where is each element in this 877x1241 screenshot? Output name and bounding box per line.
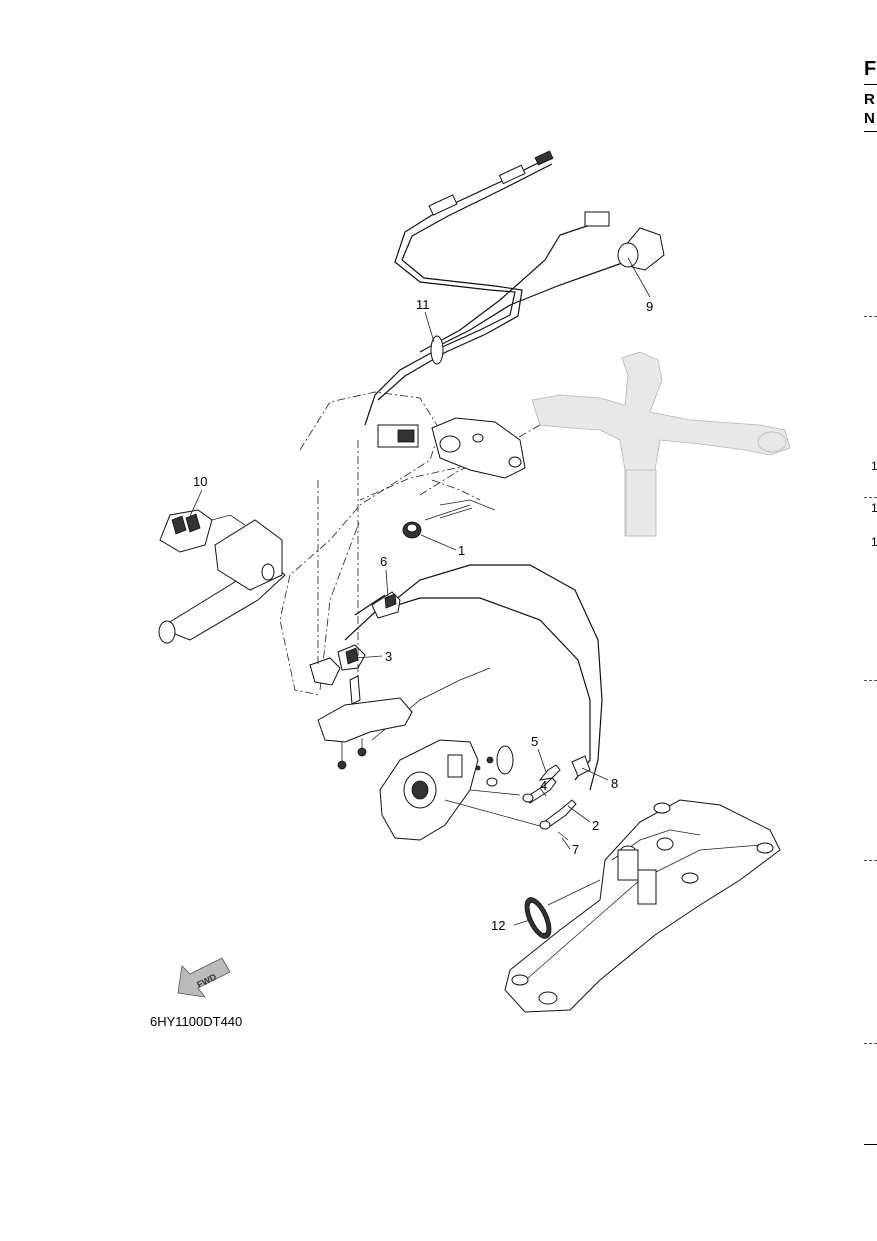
callout-11: 11 — [416, 297, 430, 312]
leader-lines — [189, 257, 651, 926]
edge-number: 1 — [871, 535, 877, 549]
callout-8: 8 — [611, 776, 618, 791]
cable-joints — [522, 755, 591, 841]
edge-tick — [864, 860, 877, 861]
edge-letter-f: F — [864, 58, 877, 80]
spring-and-collar — [402, 504, 473, 539]
edge-rule — [864, 131, 877, 132]
edge-rule — [864, 1144, 877, 1145]
edge-number: 1 — [871, 459, 877, 473]
callout-6: 6 — [380, 554, 387, 569]
callout-2: 2 — [592, 818, 599, 833]
stop-switch — [159, 509, 246, 553]
callout-5: 5 — [531, 734, 538, 749]
callout-3: 3 — [385, 649, 392, 664]
edge-tick — [864, 316, 877, 317]
wiring-harness — [364, 150, 665, 448]
callout-10: 10 — [193, 474, 207, 489]
callout-labels: 1 2 3 4 5 6 7 8 9 10 11 12 — [193, 297, 653, 933]
callout-4: 4 — [540, 778, 547, 793]
fwd-arrow-icon: FWD — [177, 957, 231, 998]
edge-rule — [864, 84, 877, 85]
edge-letter-r: R — [864, 91, 875, 108]
edge-tick — [864, 497, 877, 498]
callout-1: 1 — [458, 543, 465, 558]
cable-clamp — [430, 335, 444, 365]
ghost-bottom-cowling — [504, 799, 781, 1013]
tiller-grip — [158, 519, 286, 644]
cable-holder-6 — [371, 591, 401, 619]
edge-tick — [864, 680, 877, 681]
edge-letter-n: N — [864, 110, 875, 127]
throttle-friction-block — [431, 417, 526, 511]
ghost-steering-bracket — [531, 351, 791, 537]
grommet — [524, 879, 601, 939]
callout-9: 9 — [646, 299, 653, 314]
callout-12: 12 — [491, 918, 505, 933]
diagram-code: 6HY1100DT440 — [150, 1014, 242, 1029]
bracket-plate — [309, 440, 413, 770]
edge-tick — [864, 1043, 877, 1044]
edge-number: 1 — [871, 501, 877, 515]
shift-lever-assembly — [379, 739, 541, 841]
callout-7: 7 — [572, 842, 579, 857]
